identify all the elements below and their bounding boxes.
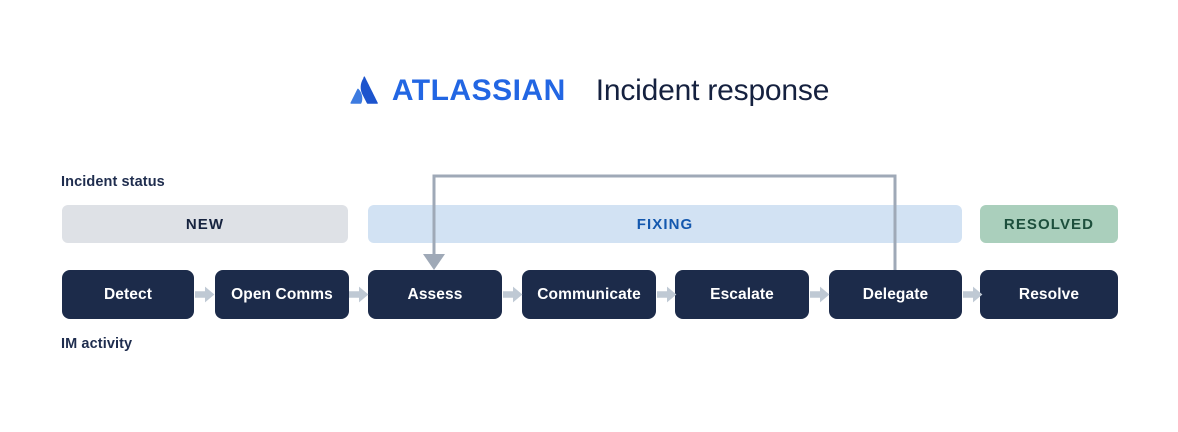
arrow-right-icon — [503, 286, 523, 303]
atlassian-brand: ATLASSIAN — [349, 76, 566, 106]
arrow-right-icon — [195, 286, 215, 303]
status-pill-fixing: FIXING — [368, 205, 962, 243]
page-title: Incident response — [595, 74, 830, 107]
im-activity-label: IM activity — [61, 336, 133, 352]
activity-box-resolve[interactable]: Resolve — [980, 270, 1118, 319]
incident-status-label: Incident status — [61, 174, 165, 190]
brand-name: ATLASSIAN — [391, 74, 566, 107]
atlassian-logo-icon — [349, 76, 379, 106]
im-activity-track: Detect Open Comms Assess Communicate Escalat… — [0, 270, 1178, 319]
page-header: ATLASSIAN Incident response — [0, 62, 1178, 120]
arrow-right-icon — [963, 286, 983, 303]
arrow-right-icon — [810, 286, 830, 303]
arrow-right-icon — [657, 286, 677, 303]
activity-box-open-comms[interactable]: Open Comms — [215, 270, 349, 319]
activity-box-escalate[interactable]: Escalate — [675, 270, 809, 319]
activity-box-delegate[interactable]: Delegate — [829, 270, 962, 319]
activity-box-detect[interactable]: Detect — [62, 270, 194, 319]
arrow-right-icon — [349, 286, 369, 303]
incident-status-track: NEW FIXING RESOLVED — [0, 205, 1178, 243]
activity-box-communicate[interactable]: Communicate — [522, 270, 656, 319]
status-pill-new: NEW — [62, 205, 348, 243]
status-pill-resolved: RESOLVED — [980, 205, 1118, 243]
activity-box-assess[interactable]: Assess — [368, 270, 502, 319]
